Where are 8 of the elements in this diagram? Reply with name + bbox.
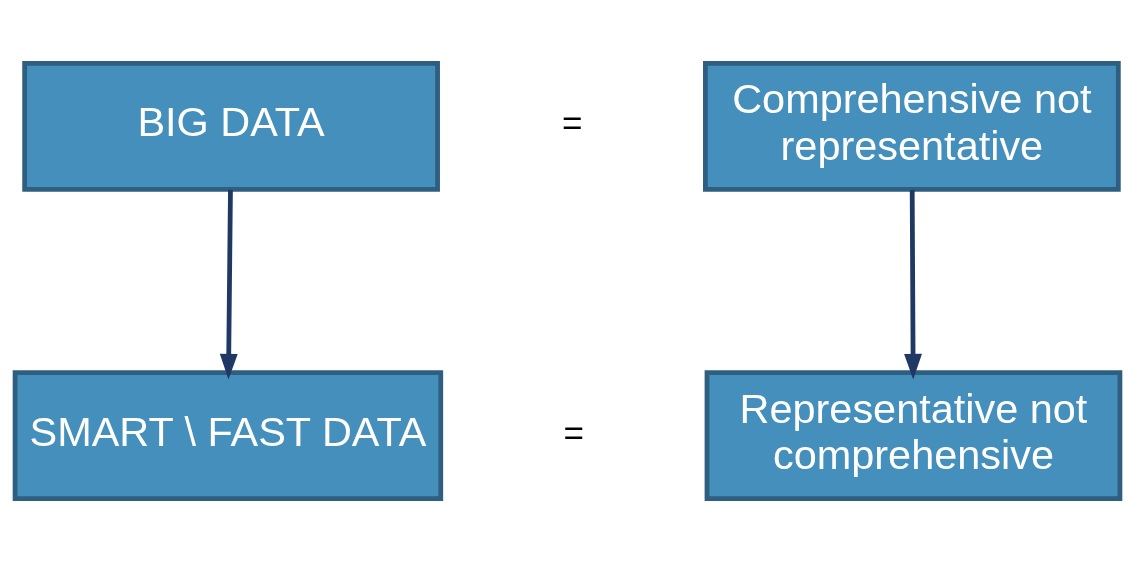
- arrow: [904, 189, 922, 379]
- node-box: Representative not comprehensive: [704, 369, 1123, 501]
- node-box: SMART \ FAST DATA: [12, 369, 444, 501]
- arrow: [219, 189, 238, 379]
- label: =: [562, 102, 583, 142]
- label: =: [563, 412, 585, 452]
- node-box: BIG DATA: [22, 60, 440, 192]
- node-box: Comprehensive not representative: [703, 60, 1121, 192]
